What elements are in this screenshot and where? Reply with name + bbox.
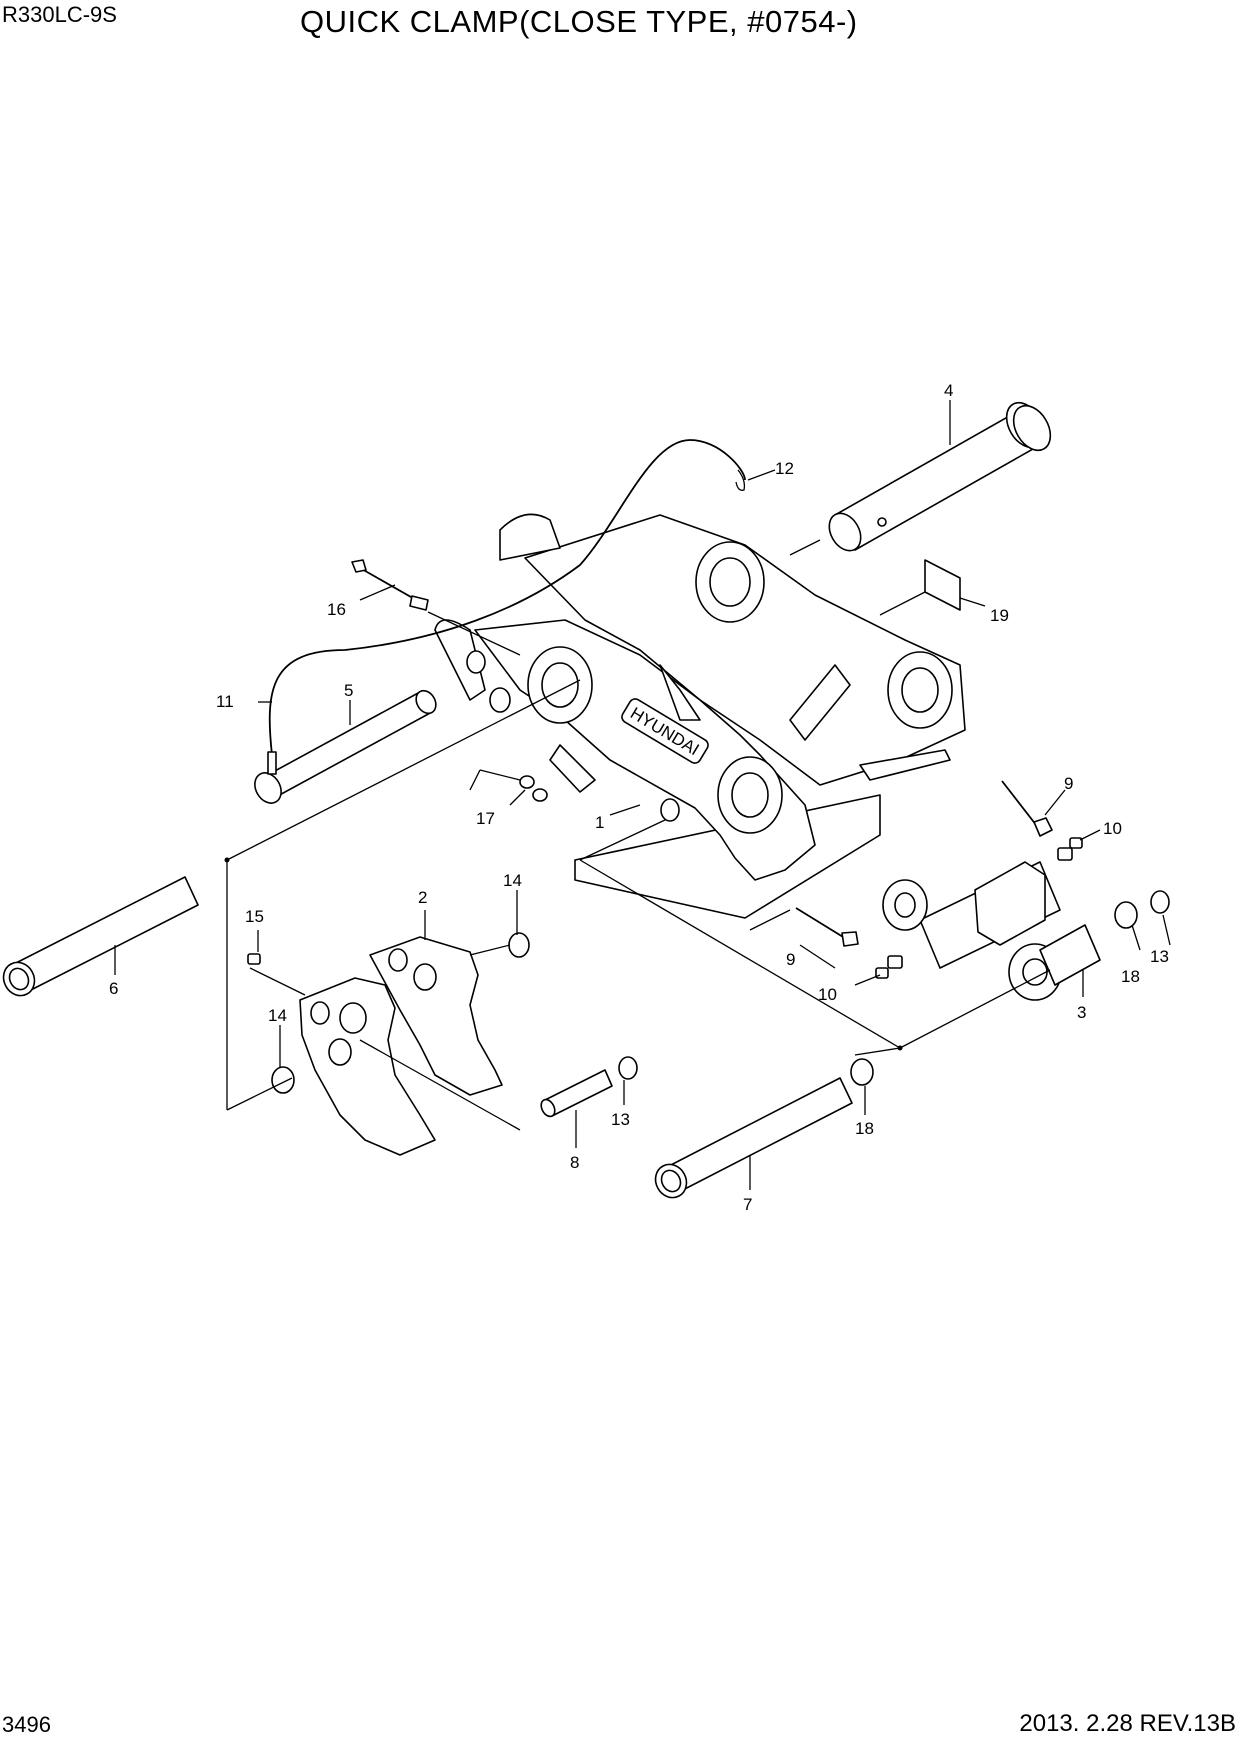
part-4-pin [828, 401, 1052, 552]
callout-19: 19 [990, 606, 1009, 625]
part-14-ring-b [271, 1066, 295, 1094]
part-13-ring-a [618, 1056, 638, 1080]
callout-18a: 18 [855, 1119, 874, 1138]
part-2-hooks [299, 936, 503, 1156]
callout-14b: 14 [268, 1006, 287, 1025]
part-5-pin [254, 689, 437, 804]
callout-labels: 1 2 3 4 5 6 7 8 9 9 10 10 11 12 13 13 14… [109, 381, 1169, 1214]
part-6-pin [2, 876, 199, 997]
part-7-pin [654, 1077, 853, 1199]
model-code: R330LC-9S [2, 2, 117, 27]
callout-leaders [114, 400, 1171, 1190]
part-3-cylinder [882, 861, 1101, 1001]
part-18-ring-b [1114, 901, 1138, 929]
callout-17: 17 [476, 809, 495, 828]
part-18-ring-a [850, 1058, 874, 1086]
part-16-bolt [351, 559, 429, 611]
part-17-nuts [519, 775, 548, 802]
callout-12: 12 [775, 459, 794, 478]
callout-13b: 13 [1150, 947, 1169, 966]
leader-lines [224, 539, 1051, 1131]
callout-13a: 13 [611, 1110, 630, 1129]
part-15-nipple [247, 953, 261, 965]
callout-15: 15 [245, 907, 264, 926]
part-14-ring-a [508, 932, 530, 958]
callout-7: 7 [743, 1195, 752, 1214]
page-title: QUICK CLAMP(CLOSE TYPE, #0754-) [300, 4, 858, 39]
callout-18b: 18 [1121, 967, 1140, 986]
part-9-bolts [795, 780, 1053, 947]
part-19-plate [924, 559, 961, 611]
part-8-pin [540, 1069, 613, 1118]
callout-4: 4 [944, 381, 953, 400]
callout-9a: 9 [1064, 774, 1073, 793]
callout-11: 11 [216, 692, 234, 711]
callout-3: 3 [1077, 1003, 1086, 1022]
callout-5: 5 [344, 681, 353, 700]
callout-10a: 10 [1103, 819, 1122, 838]
callout-9b: 9 [786, 950, 795, 969]
callout-14a: 14 [503, 871, 522, 890]
part-10-fittings [875, 837, 1083, 979]
callout-8: 8 [570, 1153, 579, 1172]
callout-2: 2 [418, 888, 427, 907]
revision-date: 2013. 2.28 REV.13B [1019, 1710, 1236, 1737]
part-12-hook [735, 469, 746, 491]
part-11-wire [268, 439, 746, 756]
callout-16: 16 [327, 600, 346, 619]
page-number: 3496 [2, 1712, 51, 1737]
part-1-frame: HYUNDAI [434, 513, 966, 919]
callout-6: 6 [109, 979, 118, 998]
callout-1: 1 [595, 813, 604, 832]
part-13-ring-b [1150, 890, 1170, 914]
callout-10b: 10 [818, 985, 837, 1004]
